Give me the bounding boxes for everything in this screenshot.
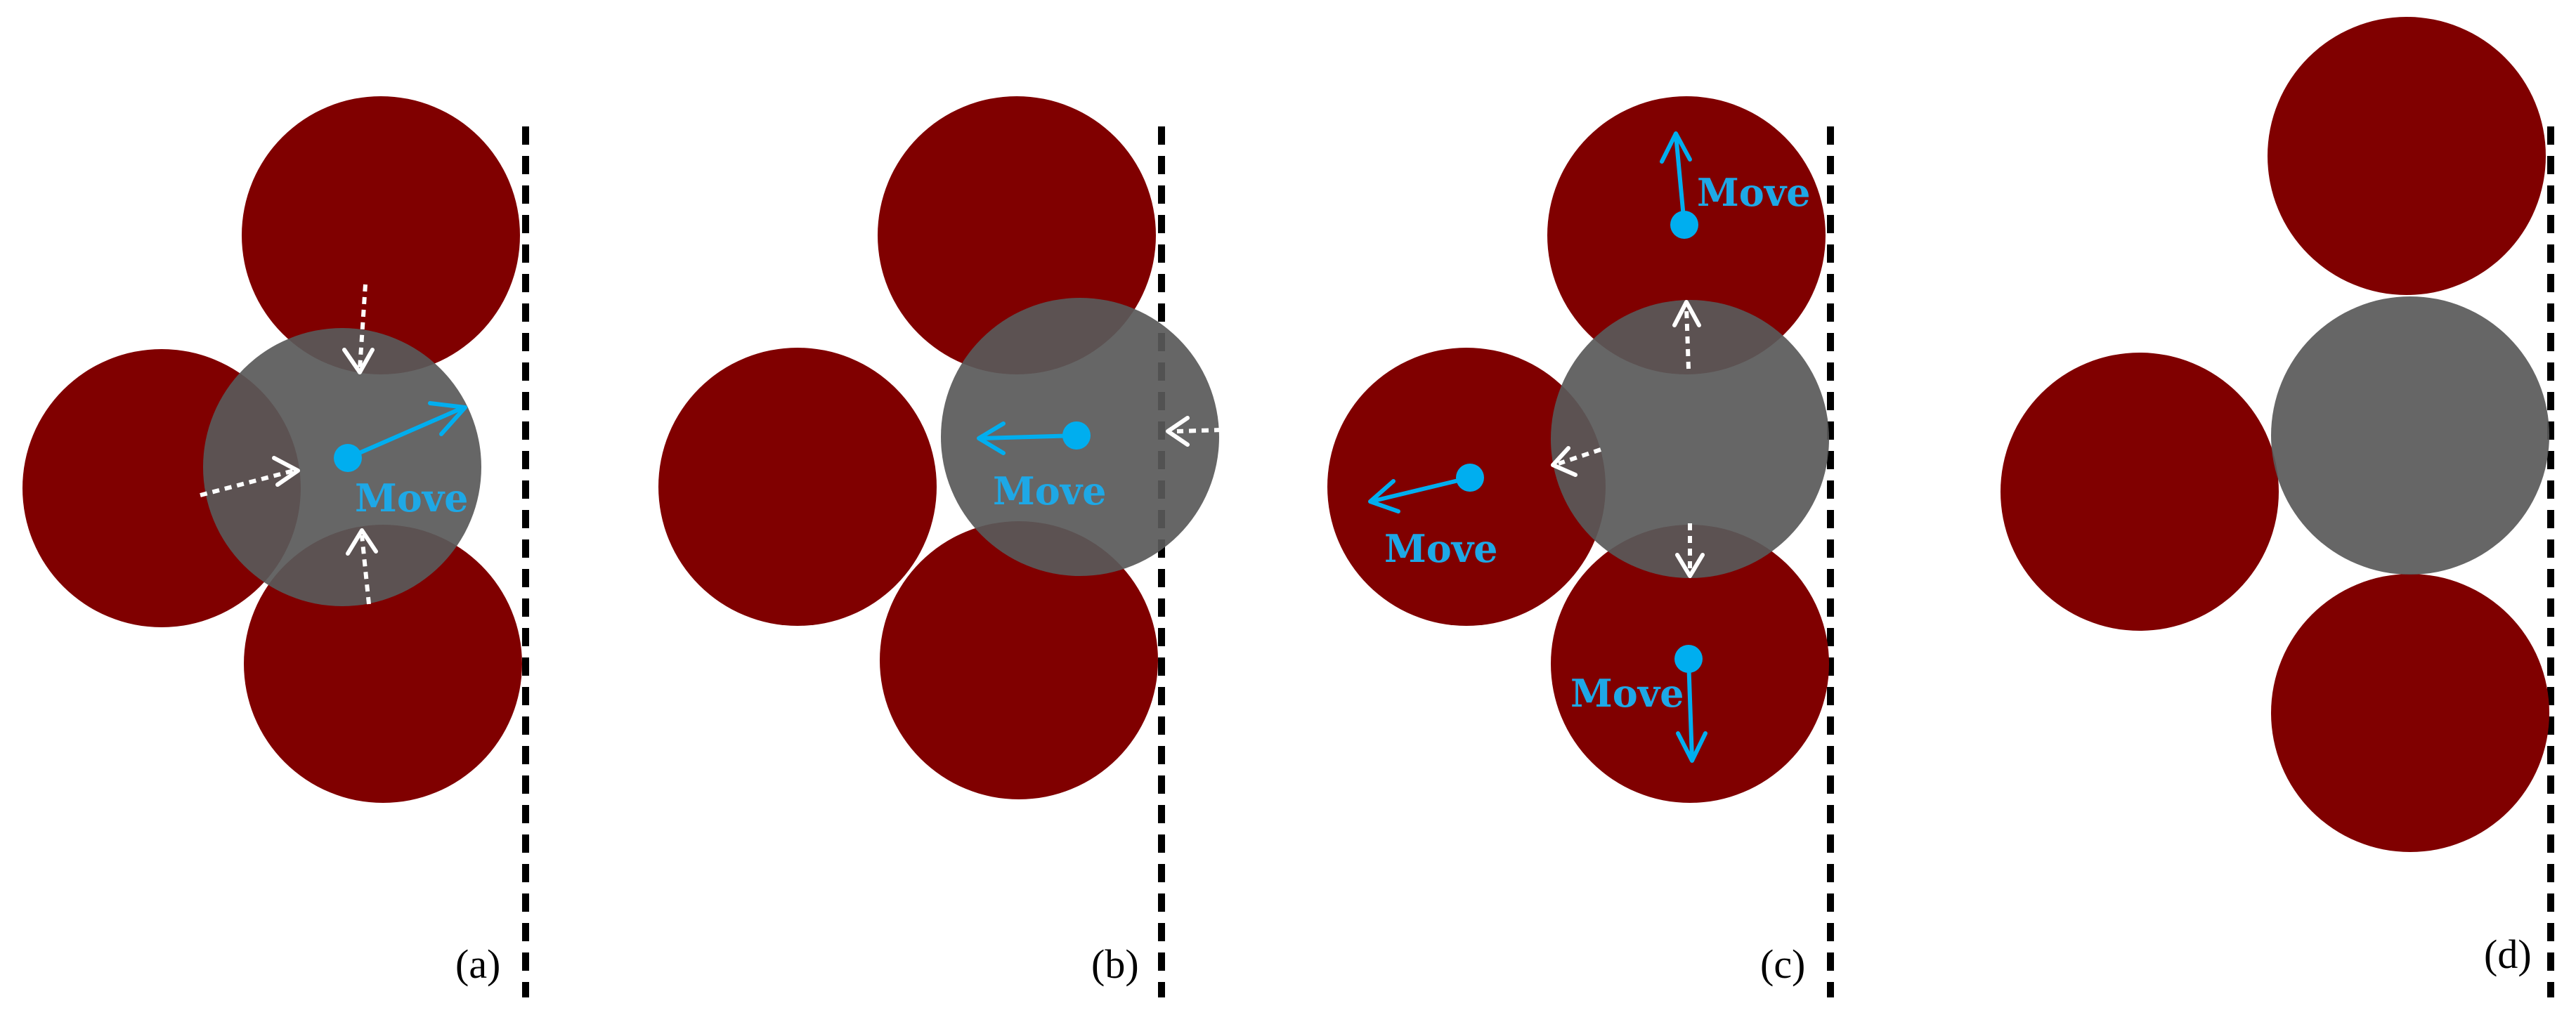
- motion-arrow-a: [346, 405, 466, 460]
- panel-label-a: (a): [455, 941, 500, 987]
- move-label-bottom-c: Move: [1570, 671, 1684, 716]
- move-label-left-c: Move: [1384, 526, 1498, 571]
- motion-arrow-bottom-c: [1686, 657, 1694, 761]
- motion-arrow-b: [978, 433, 1079, 440]
- arrowhead-icon: [1368, 479, 1400, 513]
- panel-label-b: (b): [1091, 941, 1139, 987]
- arrowhead-icon: [346, 528, 378, 556]
- center-particle-d: [2271, 296, 2549, 575]
- panel-label-d: (d): [2484, 931, 2532, 977]
- panel-label-c: (c): [1760, 941, 1805, 987]
- arrowhead-icon: [1676, 731, 1707, 763]
- force-arrow-top-c: [1684, 306, 1691, 369]
- move-label-top-c: Move: [1697, 170, 1811, 215]
- center-particle-c: [1551, 300, 1829, 578]
- arrowhead-icon: [1672, 300, 1701, 327]
- force-arrow-left-a: [200, 469, 294, 497]
- arrowhead-icon: [428, 401, 467, 436]
- arrowhead-icon: [1675, 553, 1705, 578]
- force-arrow-top-a: [358, 284, 367, 369]
- arrowhead-icon: [342, 348, 375, 374]
- arrowhead-icon: [1660, 131, 1692, 164]
- particle-left-b: [658, 348, 937, 626]
- panel-a: Move (a): [22, 96, 529, 997]
- arrowhead-icon: [272, 456, 300, 487]
- move-label-a: Move: [355, 476, 469, 520]
- panel-d: (d): [2001, 17, 2554, 997]
- particle-left-d: [2001, 353, 2279, 631]
- motion-arrow-top-c: [1674, 133, 1686, 227]
- particle-top-d: [2268, 17, 2546, 295]
- arrowhead-icon: [1166, 416, 1190, 447]
- particle-bottom-d: [2271, 574, 2549, 852]
- move-label-b: Move: [993, 469, 1107, 513]
- particle-top-a: [242, 96, 520, 374]
- arrowhead-icon: [1551, 446, 1578, 477]
- particle-bottom-b: [880, 521, 1158, 799]
- arrowhead-icon: [977, 421, 1006, 455]
- panel-b: Move (b): [658, 96, 1222, 997]
- motion-arrow-left-c: [1372, 476, 1472, 503]
- panel-c: Move Move Move (c): [1327, 96, 1834, 997]
